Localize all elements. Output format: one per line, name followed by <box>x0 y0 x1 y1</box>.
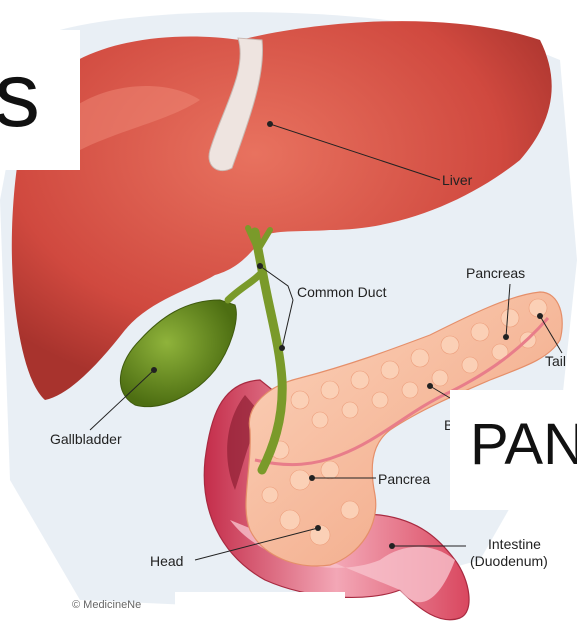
label-intestine: Intestine <box>488 536 541 552</box>
bottom-text-box <box>175 592 345 629</box>
label-common-duct: Common Duct <box>297 284 387 300</box>
label-gallbladder: Gallbladder <box>50 431 122 447</box>
right-word: PAN <box>470 410 577 480</box>
top-left-text-box: s <box>0 30 80 170</box>
label-tail: Tail <box>545 353 566 369</box>
label-duodenum: (Duodenum) <box>470 553 548 569</box>
credit-text: © MedicineNe <box>72 599 141 611</box>
top-left-letter: s <box>0 40 40 150</box>
label-pancreas: Pancreas <box>466 265 525 281</box>
label-head: Head <box>150 553 183 569</box>
label-pancreatic-duct-partial: Pancrea <box>378 471 430 487</box>
label-liver: Liver <box>442 172 473 188</box>
right-text-box: PAN <box>450 390 577 510</box>
